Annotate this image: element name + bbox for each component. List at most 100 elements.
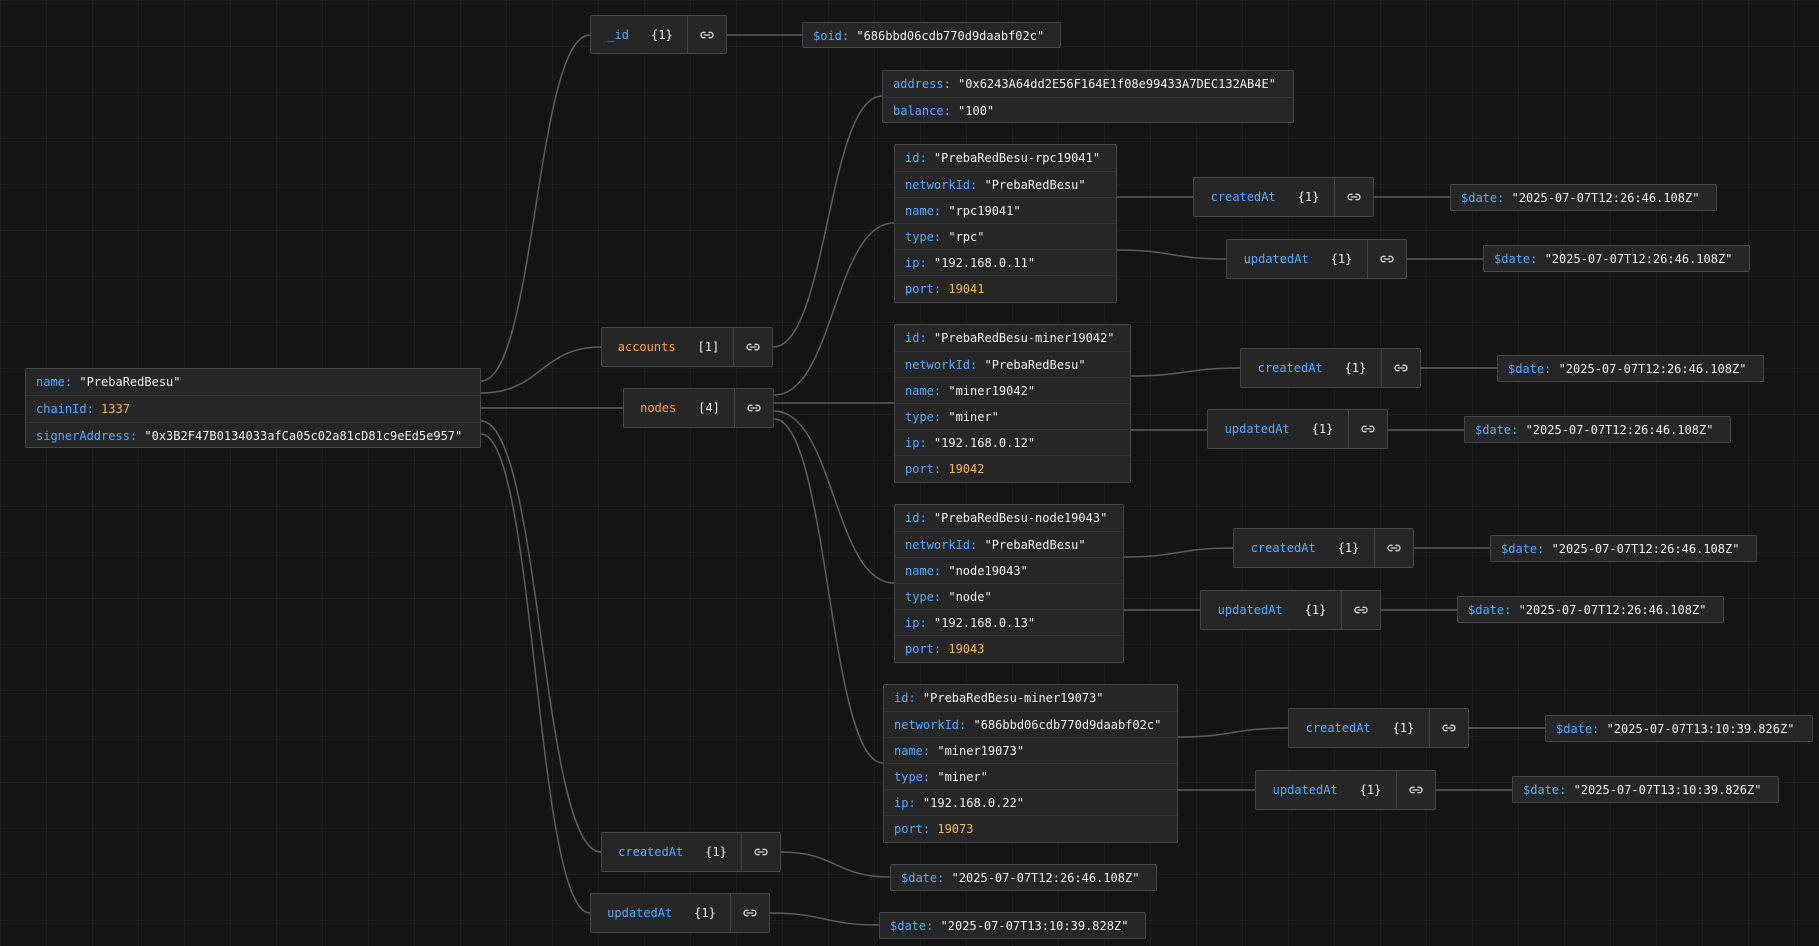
node1-createdat-group[interactable]: createdAt{1} [1193, 177, 1374, 217]
leaf-node1-updated-date[interactable]: $date: "2025-07-07T12:26:46.108Z" [1483, 245, 1750, 272]
group-node-accounts[interactable]: accounts [1] [601, 327, 773, 367]
row-value: "100" [958, 104, 995, 118]
leaf-node2-created-date[interactable]: $date: "2025-07-07T12:26:46.108Z" [1497, 355, 1764, 382]
row-key: address [893, 77, 944, 91]
link-icon[interactable] [730, 894, 769, 932]
group-node-createdat[interactable]: createdAt {1} [601, 832, 781, 872]
nodes-item-1[interactable]: id: "PrebaRedBesu-rpc19041" networkId: "… [894, 144, 1117, 303]
link-icon[interactable] [1429, 709, 1468, 747]
edge-connector [1116, 249, 1227, 260]
link-icon[interactable] [1396, 771, 1435, 809]
link-icon[interactable] [1341, 591, 1380, 629]
row-key: id [905, 511, 920, 525]
leaf-node1-created-date[interactable]: $date: "2025-07-07T12:26:46.108Z" [1450, 184, 1717, 211]
edge-connector [480, 433, 591, 914]
group-count: {1} [705, 845, 727, 859]
group-node-nodes[interactable]: nodes[4] [623, 388, 774, 428]
leaf-node3-updated-date[interactable]: $date: "2025-07-07T12:26:46.108Z" [1457, 596, 1724, 623]
leaf-node3-created-date[interactable]: $date: "2025-07-07T12:26:46.108Z" [1490, 535, 1757, 562]
row-value: "miner19073" [937, 744, 1025, 758]
group-count: [4] [698, 401, 720, 415]
group-key: updatedAt [1272, 783, 1338, 797]
row-value: "PrebaRedBesu" [984, 178, 1086, 192]
edge-connector [773, 222, 895, 396]
link-icon[interactable] [734, 389, 773, 427]
link-icon[interactable] [1367, 240, 1406, 278]
group-count: [1] [697, 340, 720, 354]
row-value: 19073 [937, 822, 974, 836]
node3-createdat-group[interactable]: createdAt{1} [1233, 528, 1414, 568]
row-key: port [894, 822, 923, 836]
root-object-node[interactable]: name: "PrebaRedBesu" chainId: 1337 signe… [25, 368, 481, 448]
leaf-node4-created-date[interactable]: $date: "2025-07-07T13:10:39.826Z" [1545, 715, 1813, 742]
leaf-node2-updated-date[interactable]: $date: "2025-07-07T12:26:46.108Z" [1464, 416, 1731, 443]
node3-updatedat-group[interactable]: updatedAt{1} [1200, 590, 1381, 630]
link-icon[interactable] [1334, 178, 1373, 216]
row-value: "2025-07-07T12:26:46.108Z" [1525, 423, 1714, 437]
root-row-chainid: chainId: 1337 [26, 395, 480, 422]
group-key: createdAt [618, 845, 684, 859]
row-value: "PrebaRedBesu" [984, 358, 1086, 372]
group-key: updatedAt [1217, 603, 1283, 617]
group-key: accounts [617, 340, 676, 354]
row-value: "192.168.0.22" [922, 796, 1025, 810]
node4-createdat-group[interactable]: createdAt {1} [1288, 708, 1469, 748]
group-count: {1} [651, 27, 673, 42]
group-count: {1} [1344, 361, 1367, 375]
row-key: $date [1461, 191, 1498, 205]
row-value: "PrebaRedBesu" [984, 538, 1086, 552]
row-key: id [905, 331, 920, 345]
leaf-root-created-date[interactable]: $date: "2025-07-07T12:26:46.108Z" [890, 864, 1157, 891]
row-key: $date [1468, 603, 1505, 617]
row-key: $date [1501, 542, 1538, 556]
nodes-item-4[interactable]: id: "PrebaRedBesu-miner19073" networkId:… [883, 684, 1178, 843]
nodes-item-2[interactable]: id: "PrebaRedBesu-miner19042" networkId:… [894, 324, 1131, 483]
link-icon[interactable] [687, 16, 726, 53]
link-icon[interactable] [741, 833, 780, 871]
group-key: createdAt [1257, 361, 1323, 375]
row-key: ip [894, 796, 909, 810]
edge-connector [772, 95, 883, 348]
leaf-oid[interactable]: $oid: "686bbd06cdb770d9daabf02c" [802, 22, 1061, 48]
row-value: "PrebaRedBesu" [79, 375, 181, 389]
node1-updatedat-group[interactable]: updatedAt{1} [1226, 239, 1407, 279]
link-icon[interactable] [1348, 410, 1387, 448]
row-key: networkId [905, 178, 971, 192]
row-key: id [905, 151, 920, 165]
link-icon[interactable] [733, 328, 772, 366]
leaf-node4-updated-date[interactable]: $date: "2025-07-07T13:10:39.826Z" [1512, 776, 1779, 803]
group-node-updatedat[interactable]: updatedAt{1} [590, 893, 770, 933]
link-icon[interactable] [1381, 349, 1420, 387]
row-key: $date [901, 871, 938, 885]
group-key: createdAt [1305, 721, 1371, 735]
link-icon[interactable] [1374, 529, 1413, 567]
group-count: {1} [1392, 721, 1415, 735]
row-value: "PrebaRedBesu-miner19042" [933, 331, 1115, 345]
row-key: port [905, 462, 934, 476]
edge-connector [1123, 547, 1234, 558]
row-key: ip [905, 256, 920, 270]
nodes-item-3[interactable]: id: "PrebaRedBesu-node19043" networkId: … [894, 504, 1124, 663]
row-value: "PrebaRedBesu-node19043" [933, 511, 1108, 525]
row-key: networkId [905, 358, 971, 372]
row-key: type [905, 230, 934, 244]
node2-updatedat-group[interactable]: updatedAt{1} [1207, 409, 1388, 449]
leaf-account-object[interactable]: address: "0x6243A64dd2E56F164E1f08e99433… [882, 70, 1294, 123]
group-key: _id [607, 27, 629, 42]
group-key: updatedAt [607, 906, 673, 920]
root-row-name: name: "PrebaRedBesu" [36, 375, 181, 389]
group-count: {1} [1337, 541, 1360, 555]
row-value: "node" [948, 590, 992, 604]
row-value: 19043 [948, 642, 985, 656]
row-key: name [894, 744, 923, 758]
node2-createdat-group[interactable]: createdAt {1} [1240, 348, 1421, 388]
group-count: {1} [1311, 422, 1334, 436]
edge-connector [773, 418, 884, 764]
row-key: $date [1523, 783, 1560, 797]
node4-updatedat-group[interactable]: updatedAt{1} [1255, 770, 1436, 810]
row-key: name [905, 384, 934, 398]
row-key: name [905, 564, 934, 578]
edge-connector [480, 420, 602, 853]
group-node-id[interactable]: _id {1} [590, 15, 727, 54]
leaf-root-updated-date[interactable]: $date: "2025-07-07T13:10:39.828Z" [879, 912, 1146, 939]
